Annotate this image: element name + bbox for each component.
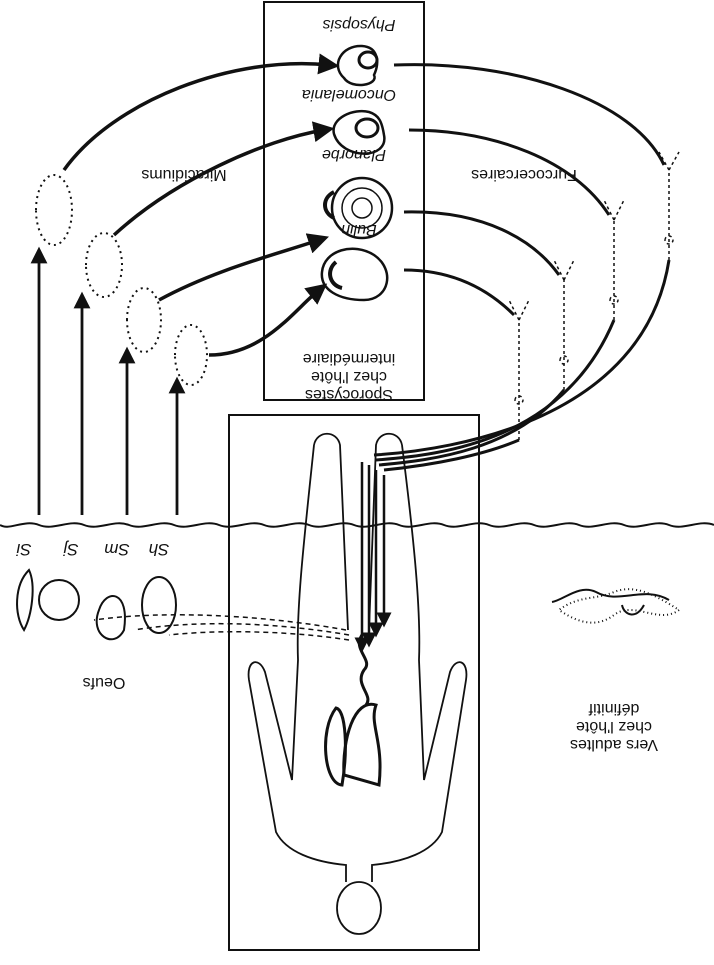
sporocysts-label-line3: intermédiaire: [303, 350, 396, 367]
egg-group: [17, 570, 176, 639]
egg-to-miracidium-arrows: [39, 255, 177, 515]
adult-worm-pair: [552, 589, 679, 622]
species-codes: Sh Sm Sj Si: [15, 540, 169, 559]
definitive-host-box: [229, 415, 479, 950]
species-sh: Sh: [149, 540, 170, 559]
adult-worms-label: Vers adultes chez l'hôte définitif: [570, 700, 658, 753]
label-planorbe: Planorbe: [322, 146, 386, 163]
egg-exit-dashes: [94, 615, 349, 640]
host-internal-organs: [326, 635, 380, 785]
species-sj: Sj: [62, 540, 78, 559]
snail-to-cercaria-arcs: [394, 65, 664, 315]
cercaria-to-human-lines: [374, 260, 669, 470]
miracidium-group: [36, 175, 207, 385]
snail-oncomelania: Oncomelania: [302, 86, 396, 154]
label-oncomelania: Oncomelania: [302, 86, 396, 103]
label-physopsis: Physopsis: [323, 16, 396, 33]
adult-worms-label-line3: définitif: [588, 700, 639, 717]
species-si: Si: [15, 540, 31, 559]
adult-worms-label-line2: chez l'hôte: [576, 718, 652, 735]
sporocysts-label-line1: Sporocystes: [305, 386, 393, 403]
label-oeufs: Oeufs: [83, 674, 126, 691]
adult-worms-label-line1: Vers adultes: [570, 736, 658, 753]
species-sm: Sm: [104, 540, 130, 559]
snail-physopsis: Physopsis: [323, 16, 396, 85]
migration-arrows: [362, 462, 384, 645]
sporocysts-label: Sporocystes chez l'hôte intermédiaire: [303, 350, 396, 403]
human-outline: [249, 434, 467, 934]
sporocysts-label-line2: chez l'hôte: [311, 368, 387, 385]
miracidium-to-snail-arcs: [64, 64, 329, 355]
water-surface-line: [0, 523, 714, 526]
